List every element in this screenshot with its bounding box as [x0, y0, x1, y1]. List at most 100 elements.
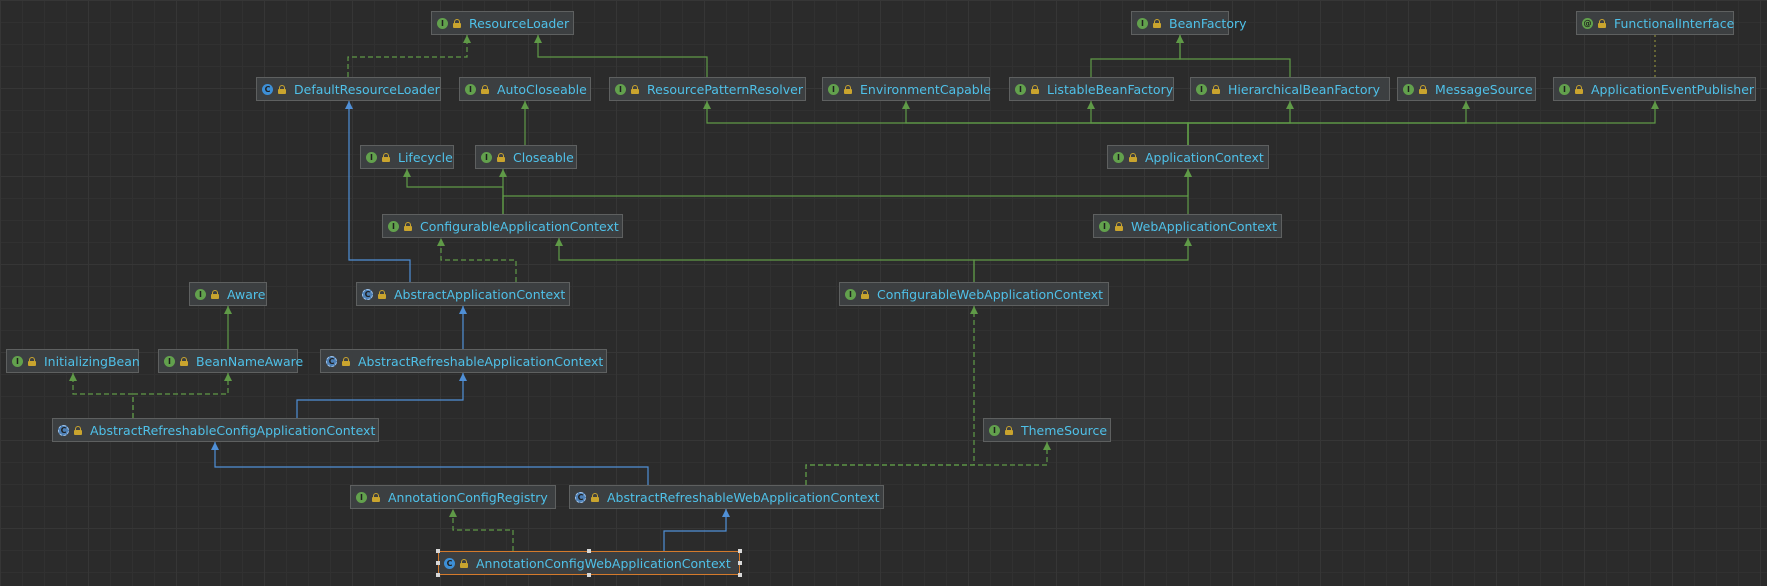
node-functional-interface[interactable]: @FunctionalInterface — [1576, 11, 1734, 35]
arrowhead — [1184, 169, 1192, 177]
interface-type-icon: I — [1137, 17, 1148, 29]
node-label: DefaultResourceLoader — [294, 81, 440, 97]
public-visibility-icon — [497, 152, 505, 162]
interface-type-icon: I — [356, 491, 367, 503]
class-type-icon: C — [444, 557, 455, 569]
arrowhead — [1176, 35, 1184, 43]
edge-implements — [132, 373, 232, 418]
selection-handle[interactable] — [587, 549, 591, 553]
arrowhead — [1462, 101, 1470, 109]
selection-handle[interactable] — [587, 573, 591, 577]
node-label: Lifecycle — [398, 149, 453, 165]
node-label: ApplicationEventPublisher — [1591, 81, 1755, 97]
arrowhead — [224, 373, 232, 381]
arrowhead — [1184, 238, 1192, 246]
public-visibility-icon — [404, 221, 412, 231]
arrowhead — [534, 35, 542, 43]
edge-class-extends — [663, 509, 730, 551]
arrowhead — [1043, 442, 1051, 450]
interface-type-icon: I — [1403, 83, 1414, 95]
node-label: AutoCloseable — [497, 81, 587, 97]
selection-handle[interactable] — [436, 549, 440, 553]
edge-class-extends — [345, 101, 411, 282]
interface-type-icon: I — [615, 83, 626, 95]
arrowhead — [69, 373, 77, 381]
node-label: ConfigurableWebApplicationContext — [877, 286, 1103, 302]
edge-extends — [1090, 35, 1184, 77]
selection-handle[interactable] — [436, 561, 440, 565]
interface-type-icon: I — [465, 83, 476, 95]
arrowhead — [437, 238, 445, 246]
selection-handle[interactable] — [436, 573, 440, 577]
interface-type-icon: I — [1559, 83, 1570, 95]
interface-type-icon: I — [1015, 83, 1026, 95]
node-label: AnnotationConfigRegistry — [388, 489, 548, 505]
arrowhead — [722, 509, 730, 517]
arrowhead — [521, 101, 529, 109]
selection-handle[interactable] — [738, 549, 742, 553]
node-label: ResourcePatternResolver — [647, 81, 803, 97]
edge-extends — [1184, 169, 1192, 214]
interface-type-icon: I — [1099, 220, 1110, 232]
node-resource-pattern-resolver[interactable]: I ResourcePatternResolver — [609, 77, 806, 101]
public-visibility-icon — [28, 356, 36, 366]
interface-type-icon: I — [195, 288, 206, 300]
edge-extends — [1176, 35, 1291, 77]
abstract-type-icon: C — [326, 355, 337, 367]
node-label: ApplicationContext — [1145, 149, 1264, 165]
node-label: HierarchicalBeanFactory — [1228, 81, 1381, 97]
interface-type-icon: I — [388, 220, 399, 232]
node-theme-source[interactable]: I ThemeSource — [983, 418, 1111, 442]
arrowhead — [211, 442, 219, 450]
node-label: ThemeSource — [1021, 422, 1108, 438]
node-message-source[interactable]: I MessageSource — [1397, 77, 1536, 101]
public-visibility-icon — [1031, 84, 1039, 94]
public-visibility-icon — [382, 152, 390, 162]
interface-type-icon: I — [481, 151, 492, 163]
public-visibility-icon — [1598, 18, 1606, 28]
arrowhead — [449, 509, 457, 517]
arrowhead — [463, 35, 471, 43]
public-visibility-icon — [631, 84, 639, 94]
node-label: AbstractRefreshableWebApplicationContext — [607, 489, 880, 505]
node-application-event-publisher[interactable]: I ApplicationEventPublisher — [1553, 77, 1756, 101]
arrowhead — [499, 169, 507, 177]
arrowhead — [459, 306, 467, 314]
node-label: MessageSource — [1435, 81, 1533, 97]
public-visibility-icon — [481, 84, 489, 94]
selection-handle[interactable] — [738, 573, 742, 577]
edge-implements — [437, 238, 517, 282]
node-label: AbstractRefreshableConfigApplicationCont… — [90, 422, 376, 438]
abstract-type-icon: C — [58, 424, 69, 436]
public-visibility-icon — [342, 356, 350, 366]
node-abstract-refreshable-config-application-context[interactable]: C AbstractRefreshableConfigApplicationCon… — [52, 418, 379, 442]
interface-type-icon: I — [989, 424, 1000, 436]
public-visibility-icon — [1005, 425, 1013, 435]
public-visibility-icon — [180, 356, 188, 366]
arrowhead — [970, 306, 978, 314]
node-auto-closeable[interactable]: I AutoCloseable — [459, 77, 591, 101]
selection-handle[interactable] — [738, 561, 742, 565]
node-annotation-config-registry[interactable]: I AnnotationConfigRegistry — [350, 485, 556, 509]
node-label: BeanNameAware — [196, 353, 304, 369]
